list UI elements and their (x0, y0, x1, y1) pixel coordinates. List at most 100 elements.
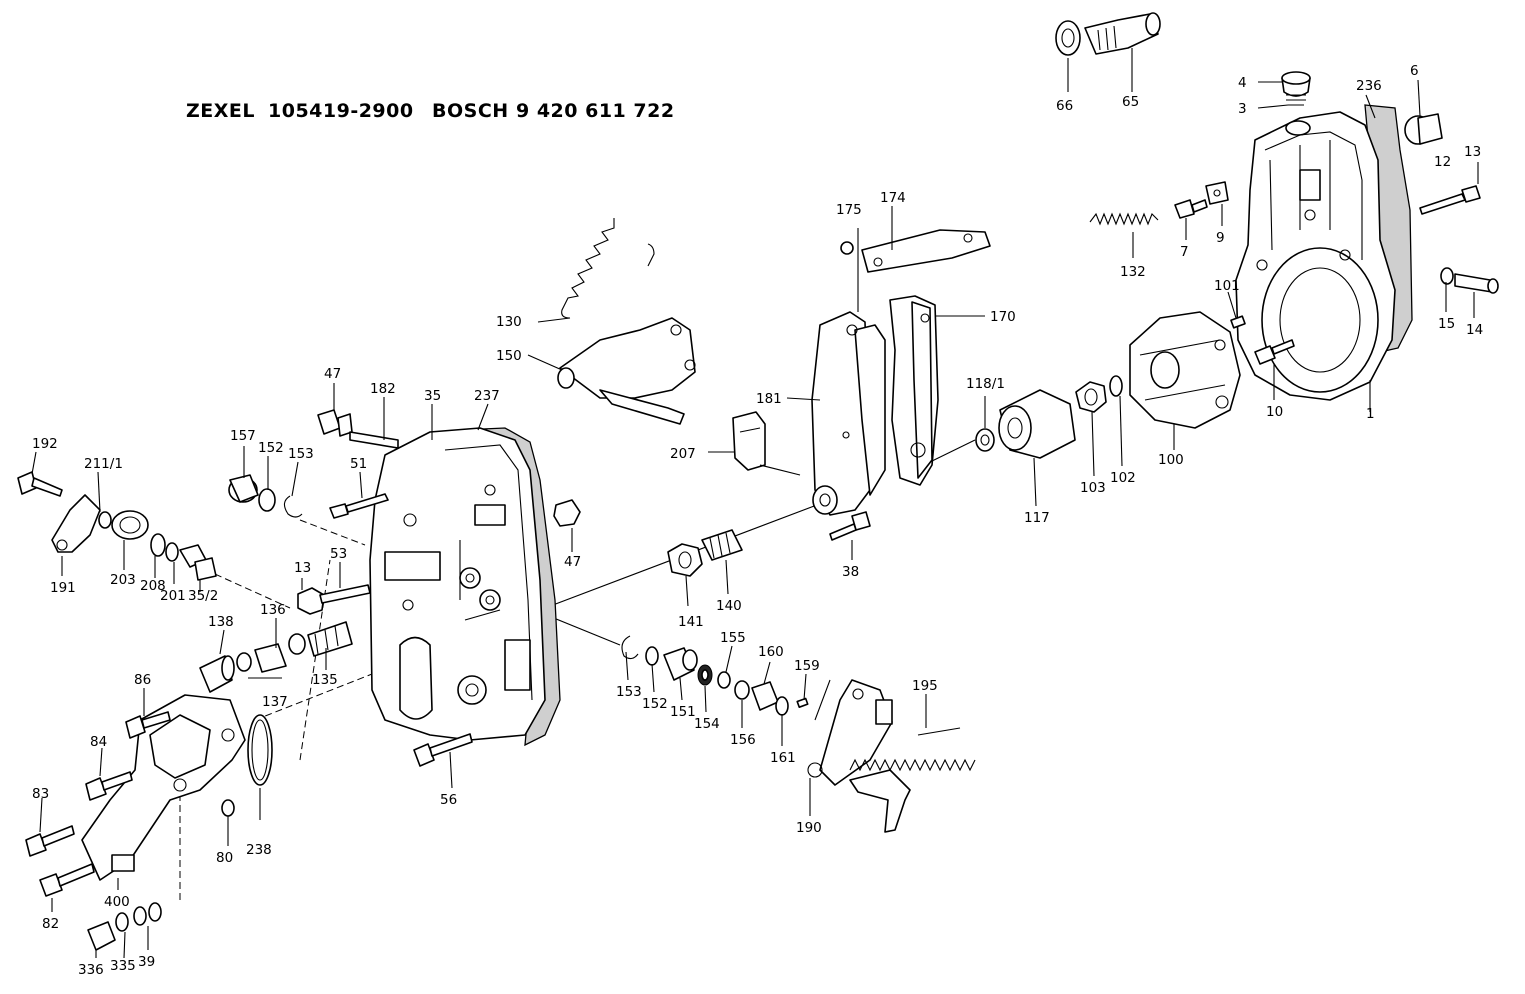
callout-190: 190 (796, 820, 822, 836)
callout-152-lower: 152 (642, 696, 668, 712)
part-51-screw (329, 493, 389, 519)
part-335-washer (115, 912, 129, 932)
callout-150: 150 (496, 348, 522, 364)
part-154-ring (697, 664, 713, 686)
callout-7: 7 (1180, 244, 1189, 260)
part-130-spring (561, 218, 655, 319)
part-155-washer (717, 671, 731, 689)
callout-195: 195 (912, 678, 938, 694)
callout-208: 208 (140, 578, 166, 594)
callout-201: 201 (160, 588, 186, 604)
part-4-plug (1281, 71, 1311, 97)
part-118-1-washer (975, 428, 995, 452)
callout-237: 237 (474, 388, 500, 404)
part-156-washer (734, 680, 750, 700)
part-86-bolt (125, 711, 171, 739)
callout-9: 9 (1216, 230, 1225, 246)
callout-47-top: 47 (324, 366, 341, 382)
part-160-bushing (751, 681, 779, 711)
part-80-washer (221, 799, 235, 817)
callout-336: 336 (78, 962, 104, 978)
callout-66: 66 (1056, 98, 1073, 114)
part-152-ring-lower (645, 646, 659, 666)
part-136-nut (236, 633, 306, 673)
part-103-nut (1075, 381, 1107, 413)
callout-192: 192 (32, 436, 58, 452)
callout-4: 4 (1238, 75, 1247, 91)
part-190-lever (807, 679, 911, 833)
part-191-lever (51, 494, 101, 553)
callout-102: 102 (1110, 470, 1136, 486)
callout-238: 238 (246, 842, 272, 858)
callout-13-top: 13 (1464, 144, 1481, 160)
callout-182: 182 (370, 381, 396, 397)
callout-103: 103 (1080, 480, 1106, 496)
part-151-bushing (663, 647, 698, 681)
callout-152-upper: 152 (258, 440, 284, 456)
leader-lines (31, 48, 1479, 959)
part-152-ring (258, 488, 276, 512)
callout-138: 138 (208, 614, 234, 630)
part-182-pin (349, 431, 399, 449)
callout-156: 156 (730, 732, 756, 748)
part-135-screw (307, 621, 353, 657)
callout-400: 400 (104, 894, 130, 910)
callout-53: 53 (330, 546, 347, 562)
callout-86: 86 (134, 672, 151, 688)
callout-132: 132 (1120, 264, 1146, 280)
callout-181: 181 (756, 391, 782, 407)
part-138-cap (199, 655, 235, 693)
part-117-sleeve (998, 389, 1076, 459)
callout-174: 174 (880, 190, 906, 206)
callout-135: 135 (312, 672, 338, 688)
part-238-oring (247, 714, 273, 786)
part-82-bolt (39, 863, 95, 897)
callout-82: 82 (42, 916, 59, 932)
callout-3: 3 (1238, 101, 1247, 117)
callout-130: 130 (496, 314, 522, 330)
part-7-bolt (1174, 199, 1208, 219)
callout-151: 151 (670, 704, 696, 720)
callout-157: 157 (230, 428, 256, 444)
callout-101: 101 (1214, 278, 1240, 294)
part-207-clip (732, 411, 766, 471)
callout-35: 35 (424, 388, 441, 404)
part-175-clip (840, 241, 854, 255)
part-153-clip-lower (621, 635, 639, 660)
callout-38: 38 (842, 564, 859, 580)
callout-labels: 66 65 4 3 236 6 13 12 7 9 132 101 15 14 … (32, 63, 1483, 978)
callout-80: 80 (216, 850, 233, 866)
callout-140: 140 (716, 598, 742, 614)
callout-6: 6 (1410, 63, 1419, 79)
callout-15: 15 (1438, 316, 1455, 332)
part-201-ring (165, 542, 179, 562)
part-6-plug (1404, 113, 1443, 145)
part-47-bolt (317, 409, 353, 437)
header-number1: 105419-2900 (268, 100, 414, 122)
part-10-bolt (1254, 339, 1295, 365)
callout-170: 170 (990, 309, 1016, 325)
header-brand1: ZEXEL (186, 100, 255, 122)
part-84-bolt (85, 771, 133, 801)
part-83-bolt (25, 825, 75, 857)
callout-84: 84 (90, 734, 107, 750)
callout-65: 65 (1122, 94, 1139, 110)
part-12-bolt (1419, 185, 1481, 215)
part-13-nut (297, 587, 325, 615)
part-140-screw (701, 529, 743, 561)
callout-35-2: 35/2 (188, 588, 218, 604)
part-53-screw (319, 584, 371, 604)
callout-160: 160 (758, 644, 784, 660)
callout-118-1: 118/1 (966, 376, 1005, 392)
callout-100: 100 (1158, 452, 1184, 468)
callout-211-1: 211/1 (84, 456, 123, 472)
part-100-flyweights (1129, 311, 1241, 429)
part-203-sleeve (111, 510, 149, 540)
part-400-bracket (81, 694, 246, 881)
part-56-screw (413, 733, 473, 767)
callout-39: 39 (138, 954, 155, 970)
callout-13-left: 13 (294, 560, 311, 576)
part-161-washer (775, 696, 789, 716)
callout-136: 136 (260, 602, 286, 618)
